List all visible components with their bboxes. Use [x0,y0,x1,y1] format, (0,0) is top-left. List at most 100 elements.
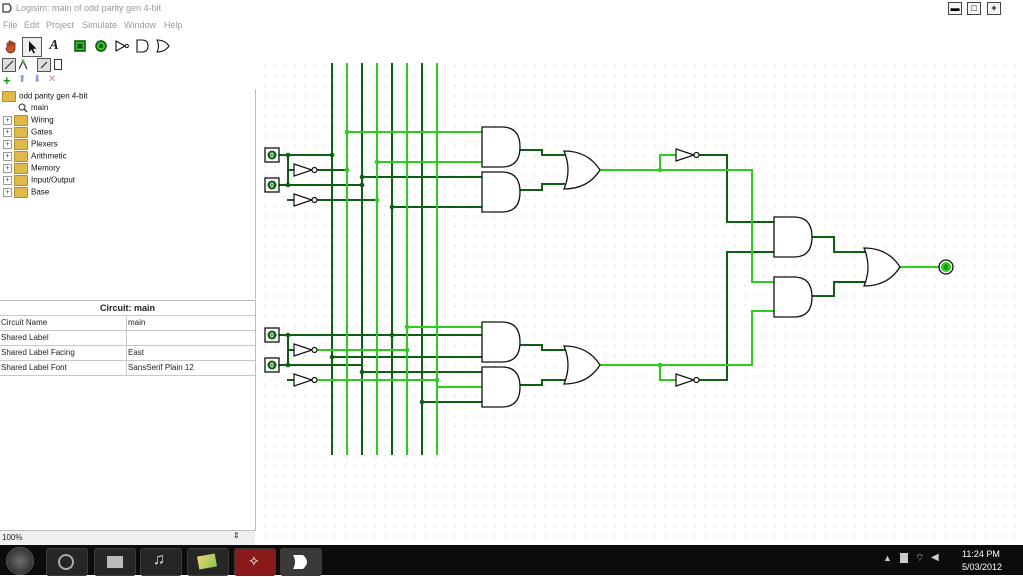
junction [374,159,380,165]
menu-simulate[interactable]: Simulate [82,20,118,30]
toolbox-icon [4,60,14,70]
tree-library-plexers[interactable]: + Plexers [3,139,58,151]
clock-time[interactable]: 11:24 PM [962,549,1000,559]
tree-library-label: Base [31,187,50,197]
menu-project[interactable]: Project [46,20,75,30]
output-pin: 0 [938,259,954,275]
output-pin-icon[interactable] [93,38,109,54]
and-gate [481,171,521,213]
chrome-icon[interactable] [46,548,88,576]
zoom-control[interactable]: 100% ⇕ [0,530,255,545]
expand-icon[interactable]: + [3,140,12,149]
logisim-icon[interactable] [280,548,322,576]
junction [329,354,335,360]
folder-icon [14,151,28,162]
not-gate [293,163,318,177]
clock-date[interactable]: 5/03/2012 [962,562,1003,572]
tree-project[interactable]: odd parity gen 4-bit [2,91,88,103]
volume-icon[interactable]: ◀ [931,552,939,563]
junction [285,362,291,368]
add-circuit-icon[interactable]: + [3,73,11,88]
expand-icon[interactable]: + [3,188,12,197]
tree-library-label: Plexers [31,139,58,149]
close-button[interactable]: + [987,2,1001,15]
zoom-spinner-icon[interactable]: ⇕ [233,531,240,540]
tree-library-memory[interactable]: +Memory [3,163,60,175]
junction [404,347,410,353]
expand-icon[interactable]: + [3,152,12,161]
acrobat-icon[interactable]: ✧ [234,548,276,576]
input-pin-value: 0 [270,363,274,370]
expand-icon[interactable]: + [3,116,12,125]
not-gate [675,373,700,387]
battery-icon[interactable] [900,553,908,563]
explorer-toolbar [0,57,256,73]
photo-viewer-icon[interactable] [187,548,229,576]
tree-library-wiring[interactable]: +Wiring [3,115,54,127]
input-pin-2 [264,177,280,193]
toolbox-view-button[interactable] [2,58,16,72]
attr-value-label-facing[interactable]: East [128,348,145,357]
tree-library-input-output[interactable]: +Input/Output [3,175,75,187]
junctions-high [344,129,663,383]
menu-edit[interactable]: Edit [24,20,40,30]
and-gate [773,216,813,258]
not-gate [293,193,318,207]
tree-circuit-label: main [31,103,49,113]
junction [404,324,410,330]
junction [285,332,291,338]
not-gates [293,148,700,387]
menu-file[interactable]: File [3,20,18,30]
network-icon[interactable]: ⌔ [915,553,925,564]
move-up-icon[interactable]: ⬆ [18,74,27,85]
circuit-canvas[interactable]: 0 0 0 0 0 [257,57,1023,545]
windows-start-icon[interactable] [6,547,34,575]
maximize-button[interactable]: □ [967,2,981,15]
input-pin-1 [264,147,280,163]
attr-value-label-font[interactable]: SansSerif Plain 12 [128,363,194,372]
attr-divider [126,361,127,375]
title-bar: Logisim: main of odd parity gen 4-bit ▬ … [0,0,1023,17]
tree-library-label: Gates [31,127,53,137]
select-tool-button[interactable] [22,37,42,57]
junction [657,362,663,368]
wire [599,364,677,381]
layout-edit-button[interactable] [37,58,51,72]
menu-help[interactable]: Help [164,20,183,30]
tray-expand-icon[interactable]: ▲ [883,553,892,563]
wires-high [316,63,941,455]
poke-hand-icon[interactable] [3,38,19,54]
tree-library-arithmetic[interactable]: +Arithmetic [3,151,67,163]
menu-window[interactable]: Window [124,20,157,30]
tree-library-gates[interactable]: + Gates [3,127,52,139]
wire [519,344,565,351]
minimize-button[interactable]: ▬ [948,2,962,15]
itunes-icon[interactable]: ♫ [140,548,182,576]
file-explorer-icon[interactable] [94,548,136,576]
appearance-icon[interactable] [53,58,63,71]
input-pin-3 [264,327,280,343]
window-title: Logisim: main of odd parity gen 4-bit [16,3,162,13]
not-gate-icon[interactable] [114,38,130,54]
tree-circuit-main[interactable]: main [18,103,48,115]
attribute-panel-title: Circuit: main [99,303,155,313]
text-tool-icon[interactable]: A [49,38,59,53]
simulation-tree-icon[interactable] [17,58,30,71]
or-gate-icon[interactable] [155,38,171,54]
wire [279,334,289,366]
and-gate-icon[interactable] [134,38,150,54]
system-tray[interactable]: ▲ ⌔ ◀ [883,552,943,567]
tree-library-base[interactable]: + Base [3,187,49,199]
input-pin-icon[interactable] [72,38,88,54]
move-down-icon[interactable]: ⬇ [33,74,42,85]
attr-value-circuit-name[interactable]: main [128,318,146,327]
circuit-schematic: 0 0 0 0 0 [264,63,954,455]
expand-icon[interactable]: + [3,176,12,185]
delete-circuit-icon[interactable]: ✕ [48,74,57,85]
expand-icon[interactable]: + [3,128,12,137]
wire [279,154,289,186]
junction [344,167,350,173]
input-pins [264,147,280,373]
expand-icon[interactable]: + [3,164,12,173]
wire [519,149,565,156]
